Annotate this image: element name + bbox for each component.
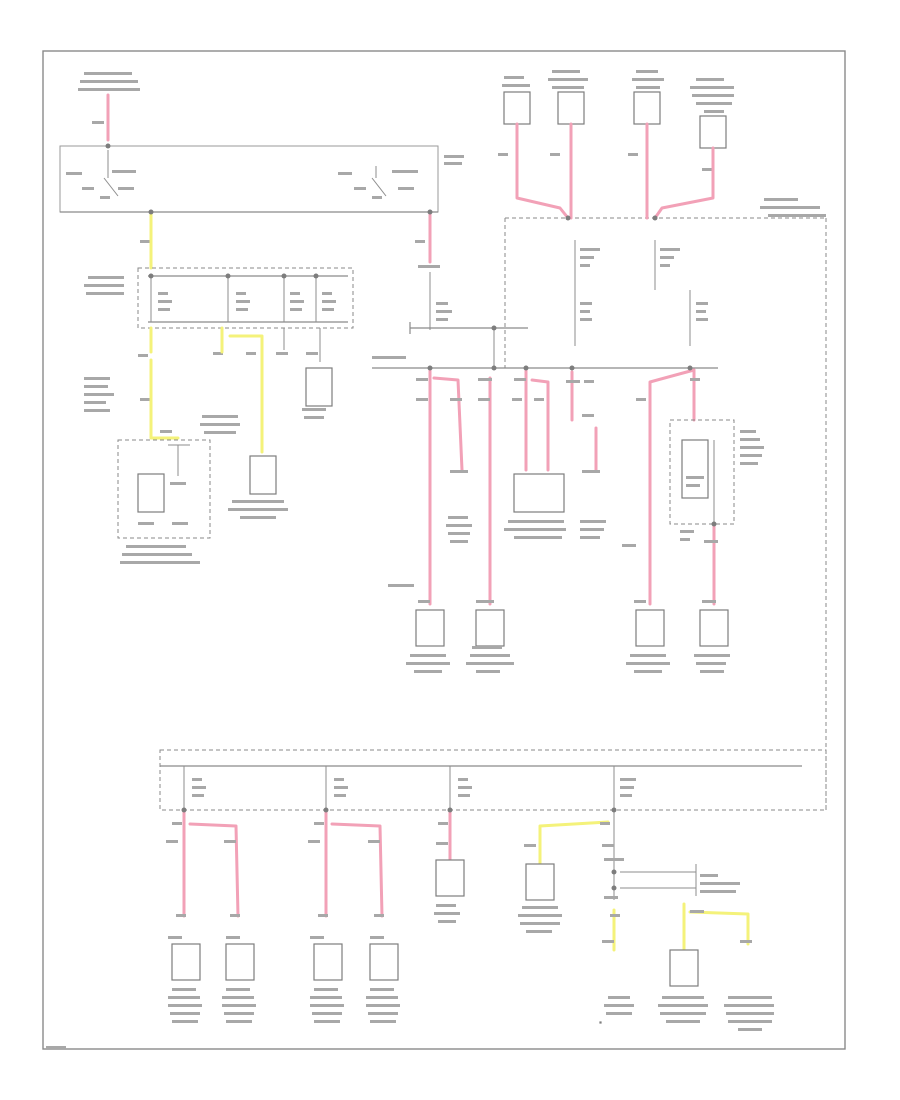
mid-load-3 [635,609,665,647]
bottom-load-6 [525,863,555,901]
top-load-1 [503,91,531,125]
bottom-load-8 [599,1021,602,1024]
left-load-right [305,367,333,407]
ignition-switch-area [59,72,464,270]
top-load-4 [699,115,727,149]
left-lower-relay-box [117,439,211,564]
middle-branches [388,366,764,673]
bottom-load-4 [369,943,399,981]
top-loads [498,70,734,220]
middle-fuse-block [372,198,827,810]
bottom-load-1 [171,943,201,981]
bottom-load-3 [313,943,343,981]
bottom-load-7 [669,949,699,987]
junction-nodes [105,143,717,891]
center-splice [372,265,528,368]
top-load-3 [633,91,661,125]
mid-box [513,473,565,513]
mid-load-2 [475,609,505,647]
bottom-fuse-block [46,749,827,1049]
diagram-frame [42,50,846,1050]
left-relay-block [84,267,354,454]
mid-load-1 [415,609,445,647]
bottom-load-5 [435,859,465,897]
mid-load-4 [699,609,729,647]
bottom-load-2 [225,943,255,981]
left-load-yellow [249,455,277,495]
top-load-2 [557,91,585,125]
